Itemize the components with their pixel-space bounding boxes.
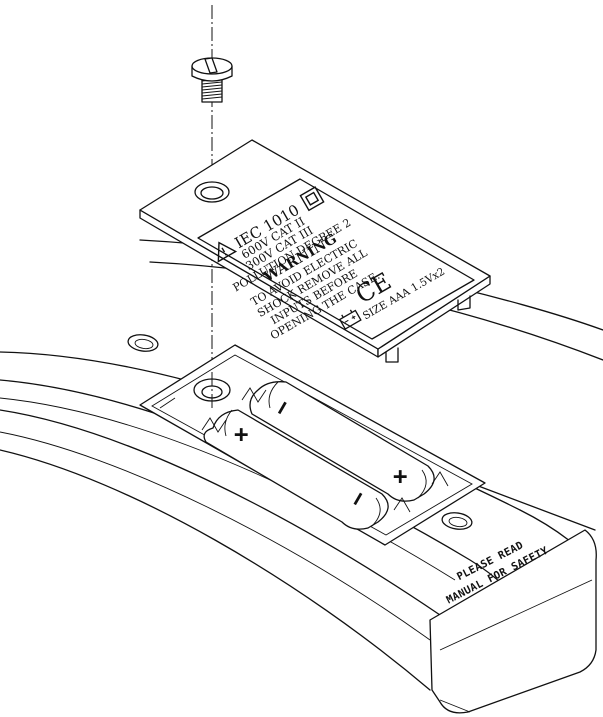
screw-icon	[191, 57, 233, 103]
case-screw-hole-left	[127, 334, 159, 352]
battery2-plus-sign: +	[393, 462, 408, 490]
cover-screw-hole	[194, 181, 230, 203]
double-insulation-icon	[299, 186, 325, 212]
battery-cover	[139, 139, 491, 363]
battery-icon	[338, 309, 362, 330]
cover-label-panel	[197, 178, 475, 340]
case-screw-hole-right	[441, 512, 473, 530]
battery-contacts	[201, 387, 449, 513]
battery-2	[249, 381, 435, 502]
battery-1	[203, 409, 389, 530]
battery1-plus-sign: +	[234, 420, 249, 448]
warning-triangle-icon	[217, 241, 238, 263]
